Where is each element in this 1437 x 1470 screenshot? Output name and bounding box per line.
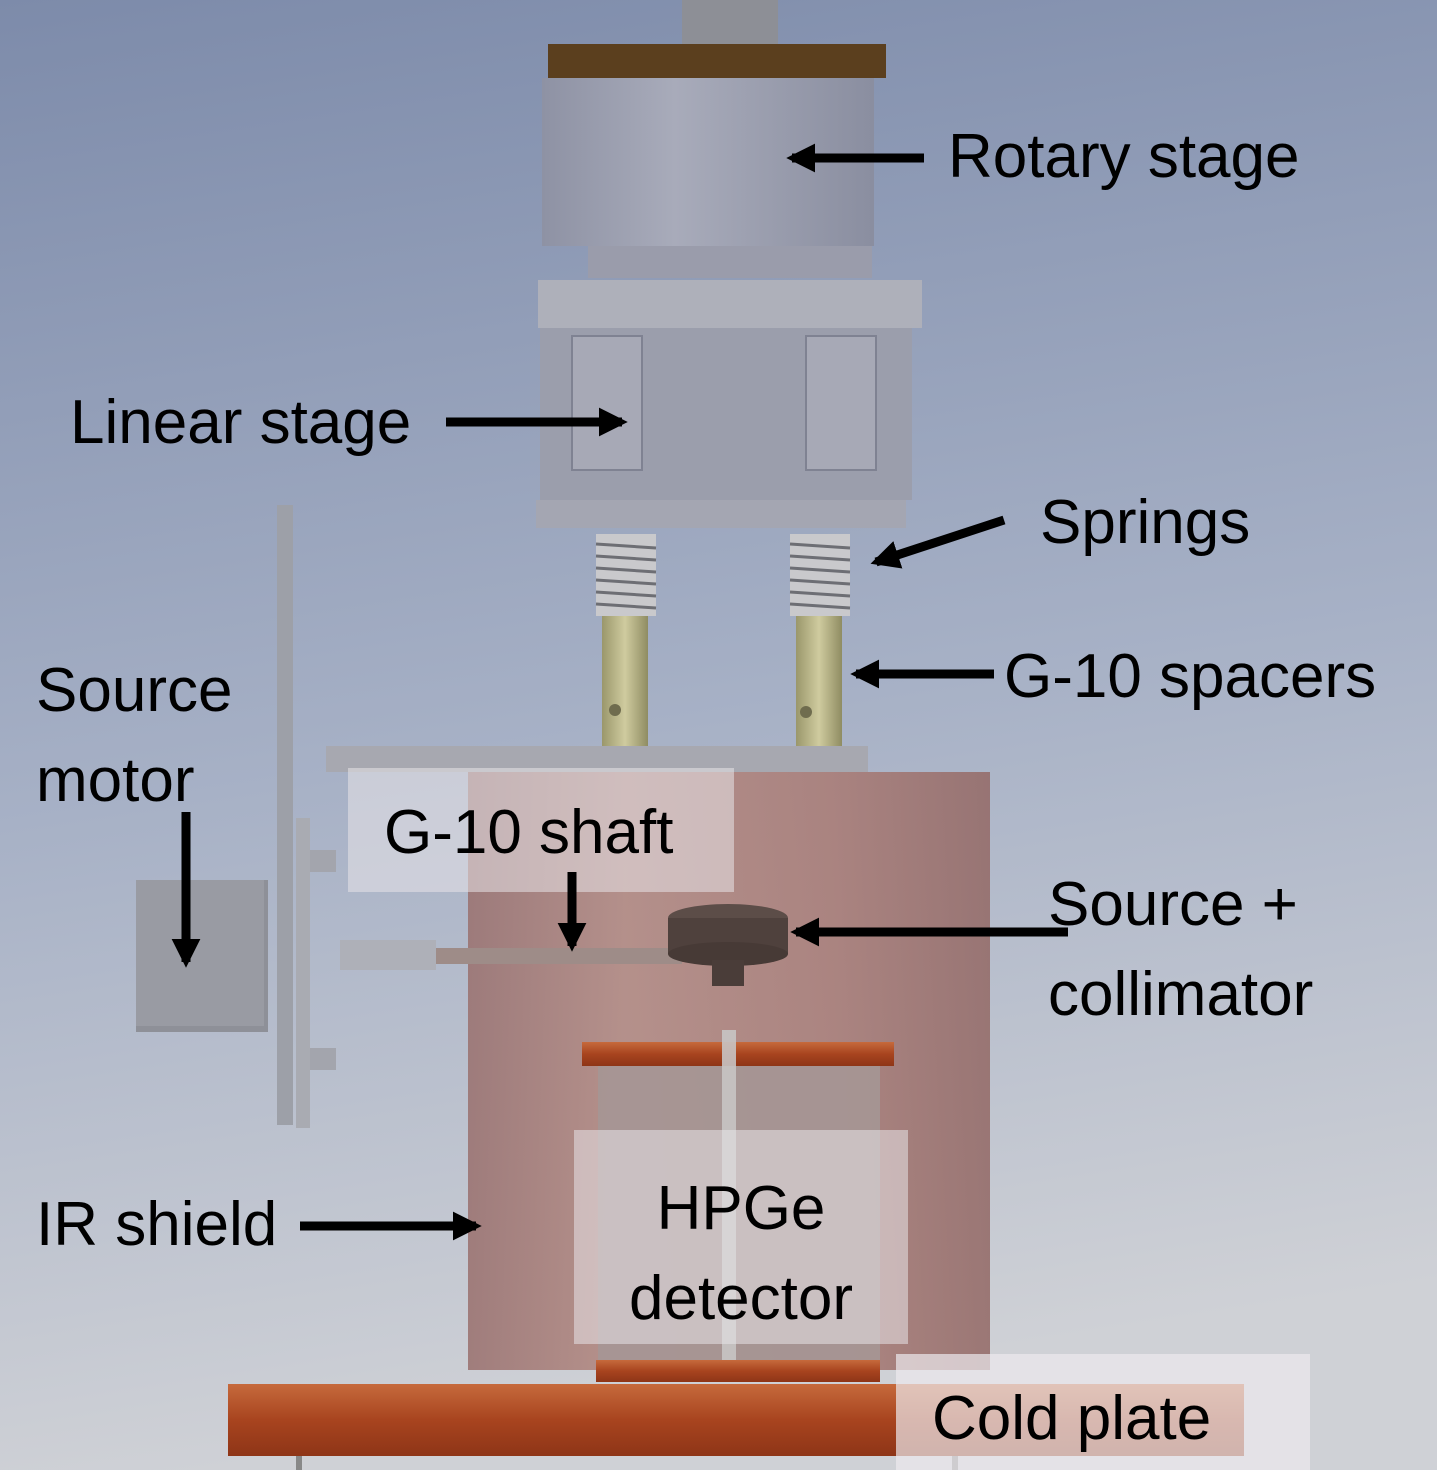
g10-shaft-rod (436, 948, 682, 964)
label-source-collimator-line1: Source + (1048, 870, 1298, 939)
spacer-hole (800, 706, 812, 718)
label-hpge-detector-line1: HPGe (656, 1174, 826, 1243)
source-holder (712, 960, 744, 986)
bronze-plate (548, 44, 886, 78)
linear-stage-block-left (571, 335, 643, 471)
g10-spacer-right (796, 616, 842, 748)
spacer-hole (609, 704, 621, 716)
label-source-collimator: Source + collimator (1048, 860, 1313, 1040)
collimator-bottom (668, 942, 788, 966)
label-linear-stage: Linear stage (70, 388, 412, 457)
label-source-motor-line2: motor (36, 745, 195, 815)
source-motor-face (136, 880, 264, 1026)
horizontal-plate (326, 746, 868, 772)
spring-right (789, 534, 851, 616)
label-hpge-detector-line2: detector (628, 1263, 854, 1333)
mount-plate-vertical (277, 505, 293, 1125)
label-springs: Springs (1040, 488, 1251, 557)
detector-top-flange (582, 1042, 894, 1066)
hpge-label-box (574, 1130, 908, 1344)
cold-plate-leg (296, 1456, 302, 1470)
label-cold-plate: Cold plate (932, 1384, 1212, 1453)
rotary-stage-base (588, 246, 872, 278)
linear-stage-top-plate (538, 280, 922, 328)
top-shaft (682, 0, 778, 46)
linear-stage-bottom-plate (536, 500, 906, 528)
label-source-motor: Source motor (36, 646, 232, 826)
label-hpge-detector: HPGe detector (574, 1164, 908, 1344)
detector-bottom-flange (596, 1360, 880, 1382)
spring-left (595, 534, 657, 616)
label-g10-spacers: G-10 spacers (1004, 642, 1377, 711)
label-source-collimator-line2: collimator (1048, 959, 1314, 1029)
mount-rod-upper (310, 850, 336, 872)
label-g10-shaft: G-10 shaft (384, 798, 674, 867)
label-rotary-stage: Rotary stage (948, 122, 1300, 191)
label-source-motor-line1: Source (36, 656, 233, 725)
mount-rod-lower (310, 1048, 336, 1070)
mount-plate-secondary (296, 818, 310, 1128)
arrow-springs (870, 515, 1006, 569)
g10-shaft-coupler (340, 940, 436, 970)
linear-stage-block-right (805, 335, 877, 471)
g10-shaft-label-box (348, 768, 734, 892)
label-ir-shield: IR shield (36, 1190, 278, 1259)
g10-spacer-left (602, 616, 648, 748)
cold-plate-label-box (896, 1354, 1310, 1470)
